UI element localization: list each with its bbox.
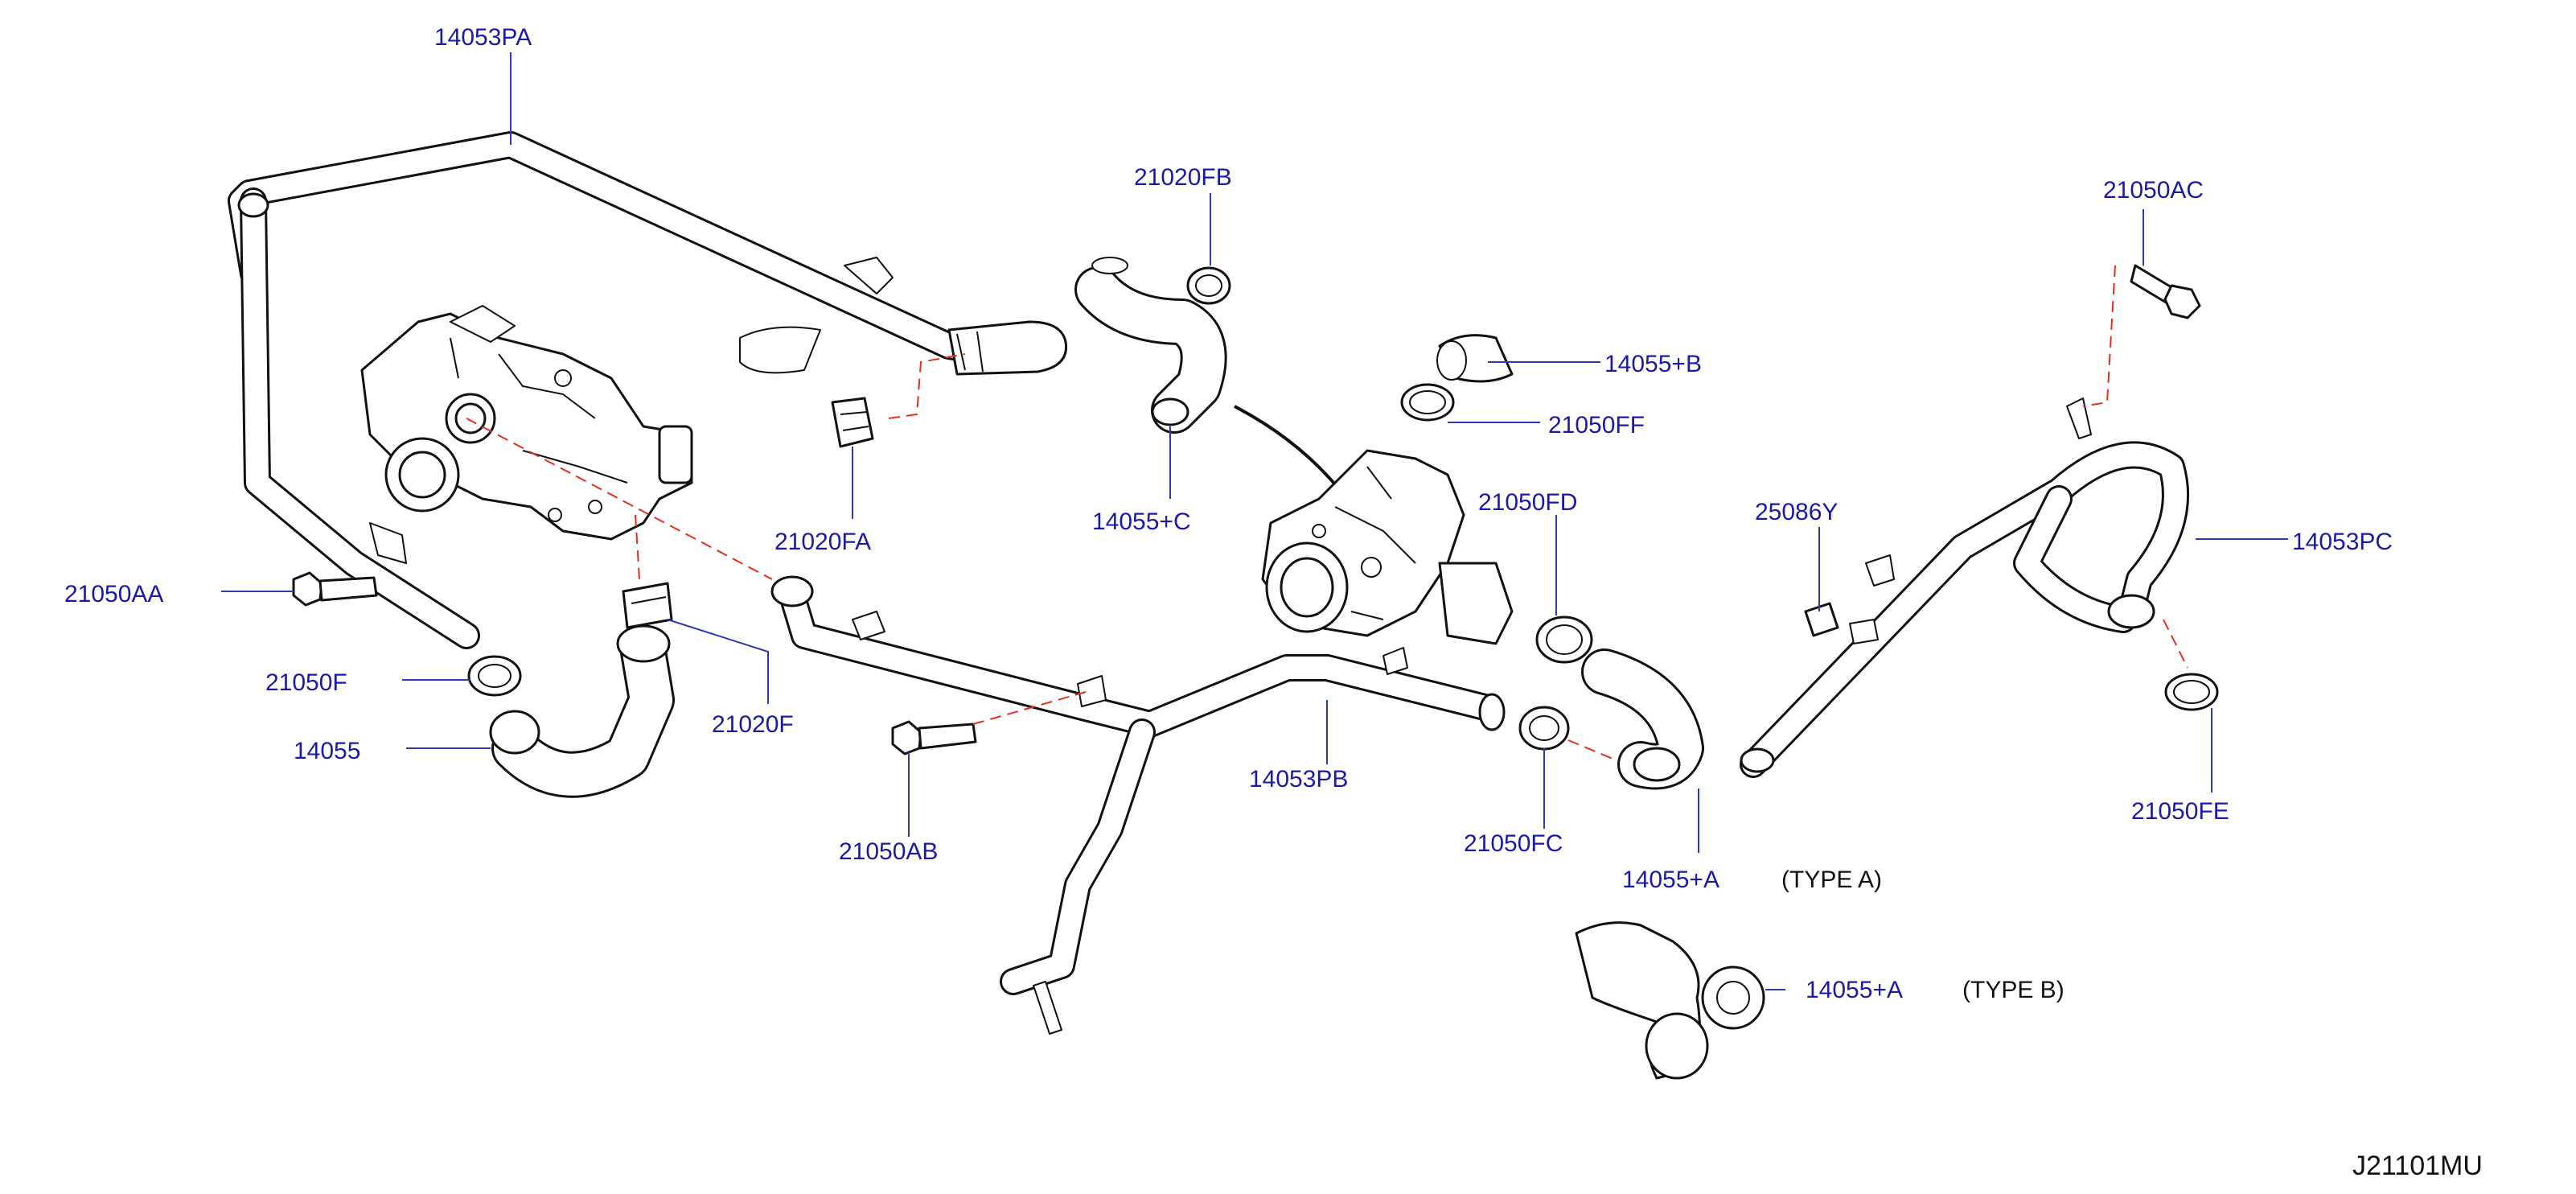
clamp-21020fb	[1186, 266, 1231, 305]
label-14053pa: 14053PA	[434, 24, 532, 51]
label-14055a-type-a: 14055+A	[1622, 867, 1719, 893]
label-21020f: 21020F	[712, 711, 794, 738]
label-21050ab: 21050AB	[839, 838, 938, 865]
label-type-b: (TYPE B)	[1962, 977, 2064, 1003]
label-21020fa: 21020FA	[774, 529, 871, 555]
label-14055: 14055	[294, 738, 360, 764]
hose-14055	[489, 624, 675, 798]
label-21050fd: 21050FD	[1478, 489, 1577, 516]
tube-14053pb	[770, 575, 1506, 1035]
label-21020fb: 21020FB	[1134, 164, 1232, 191]
label-21050ac: 21050AC	[2103, 177, 2204, 204]
hose-14055a-type-a	[1581, 648, 1704, 790]
label-21050fc: 21050FC	[1464, 830, 1563, 857]
clip-21020fa	[831, 397, 874, 448]
label-14055a-type-b: 14055+A	[1806, 977, 1903, 1003]
thermostat-housing-center	[1261, 449, 1514, 645]
label-14055c: 14055+C	[1092, 508, 1191, 535]
label-21050aa: 21050AA	[64, 581, 163, 607]
clamp-21050fd	[1535, 616, 1593, 664]
bolt-21050ac	[2130, 264, 2201, 319]
label-14053pc: 14053PC	[2292, 529, 2393, 555]
leader-lines	[221, 52, 2288, 990]
label-21050fe: 21050FE	[2131, 798, 2229, 825]
tube-14053pa	[228, 131, 1068, 649]
clamp-21050fe	[2164, 673, 2219, 711]
bolt-21050aa	[292, 571, 378, 607]
clip-21020f	[622, 582, 673, 629]
hose-14055a-type-b	[1575, 921, 1765, 1080]
clamp-21050fc	[1518, 706, 1570, 751]
thermostat-housing-left	[360, 305, 693, 541]
label-type-a: (TYPE A)	[1781, 867, 1882, 893]
tube-14053pc	[1740, 397, 2189, 778]
clamp-21050f	[467, 655, 522, 697]
bolt-21050ab	[891, 720, 977, 756]
hose-14055b	[1436, 334, 1514, 383]
label-21050f: 21050F	[265, 669, 347, 696]
label-25086y: 25086Y	[1755, 499, 1838, 525]
label-14055b: 14055+B	[1604, 351, 1702, 377]
label-14053pb: 14053PB	[1249, 766, 1348, 793]
diagram-code: J21101MU	[2352, 1151, 2483, 1181]
dashed-alignment-lines	[466, 265, 2188, 761]
hose-14055c	[1074, 257, 1227, 434]
clip-25086y	[1804, 602, 1879, 644]
label-21050ff: 21050FF	[1548, 412, 1645, 438]
clamp-21050ff	[1400, 383, 1455, 422]
